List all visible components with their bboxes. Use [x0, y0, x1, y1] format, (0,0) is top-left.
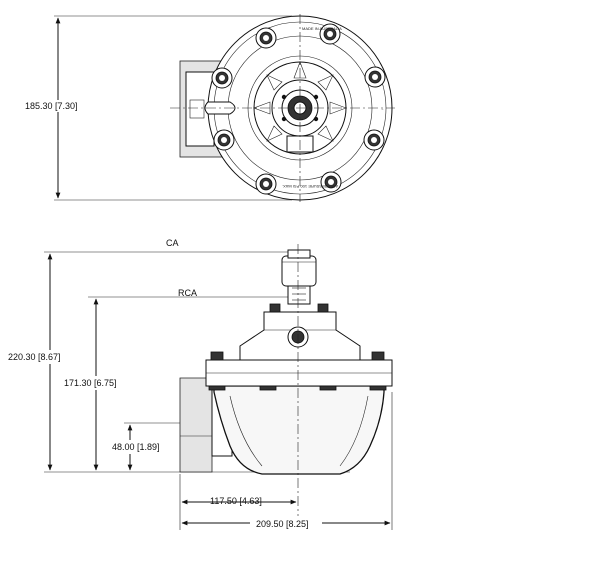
- flange-bolts-top: [211, 23, 386, 195]
- solenoid-coil: [281, 255, 317, 287]
- dim-full-width: 209.50 [8.25]: [256, 519, 309, 529]
- top-view: MADE IN AUSTRALIA AIR PRESSURE 100 PSI M…: [22, 14, 395, 202]
- dim-half-width: 117.50 [4.63]: [210, 496, 262, 506]
- svg-text:→: →: [380, 106, 384, 111]
- marking-top: MADE IN AUSTRALIA: [302, 26, 342, 31]
- marking-bottom: AIR PRESSURE 100 PSI MAX.: [282, 184, 338, 189]
- dim-total-height: 220.30 [8.67]: [8, 352, 61, 362]
- height-dim-top: 185.30 [7.30]: [25, 101, 78, 111]
- side-port: [179, 377, 213, 473]
- dim-rca-height: 171.30 [6.75]: [64, 378, 117, 388]
- dim-port-height: 48.00 [1.89]: [112, 442, 160, 452]
- label-ca: CA: [166, 238, 179, 248]
- valve-body: [213, 385, 385, 475]
- label-rca: RCA: [178, 288, 197, 298]
- side-view: CA RCA: [6, 238, 393, 530]
